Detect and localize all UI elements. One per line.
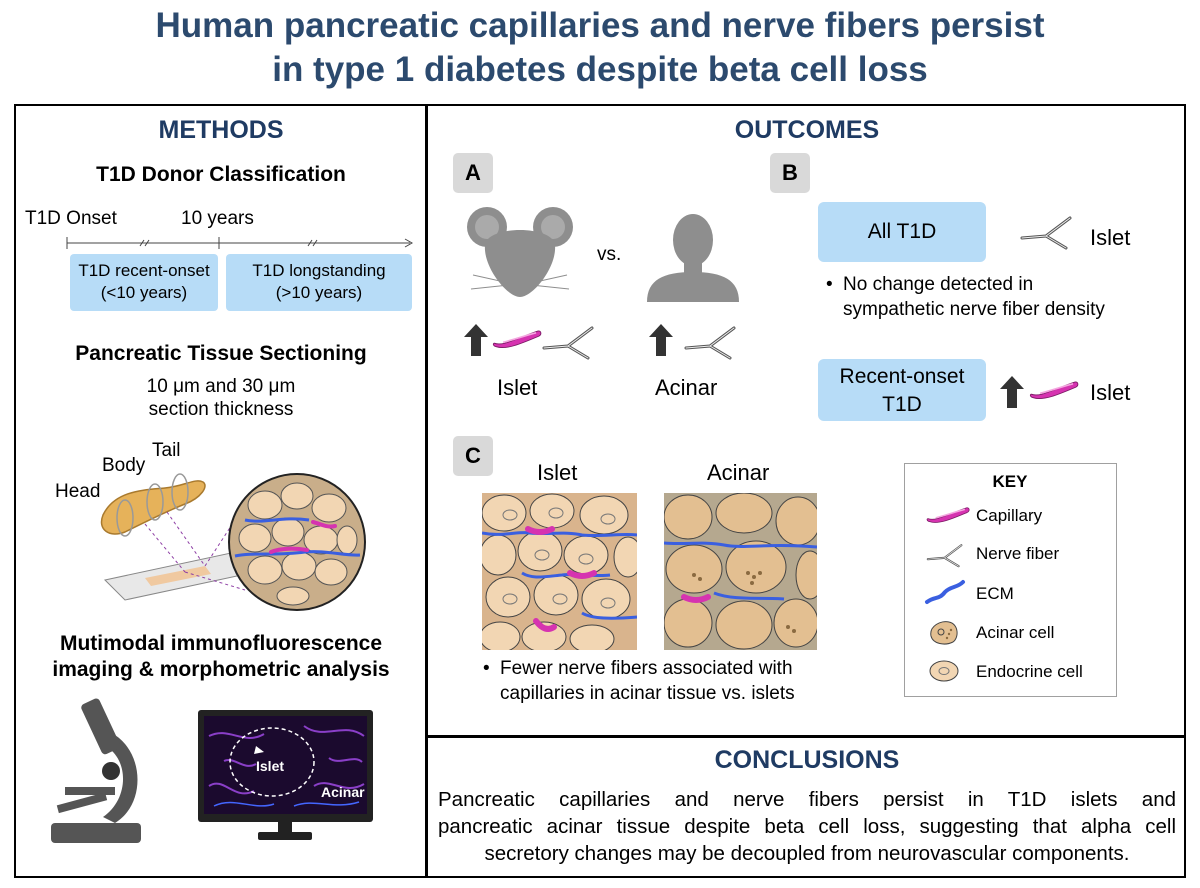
pancreas-tail-label: Tail <box>152 440 181 461</box>
conclusions-text: Pancreatic capillaries and nerve fibers … <box>438 786 1176 867</box>
mouse-silhouette <box>467 207 573 297</box>
monitor-frame: Islet Acinar <box>198 710 373 822</box>
panel-a-vs: vs. <box>597 244 622 265</box>
key-item-acinar-cell: Acinar cell <box>976 623 1055 642</box>
timeline-axis <box>66 237 414 249</box>
panel-b-islet-label-1: Islet <box>1090 225 1131 250</box>
pancreas-head-label: Head <box>55 481 101 502</box>
panel-c-bullet-line-1: Fewer nerve fibers associated with <box>500 658 793 679</box>
increase-arrow-recent <box>1000 376 1024 408</box>
recent-onset-t1d-box: Recent-onset T1D <box>818 359 986 421</box>
thickness-line-2: section thickness <box>148 399 294 420</box>
increase-arrow-acinar <box>649 324 673 356</box>
conclusions-line-3: secretory changes may be decoupled from … <box>484 842 1130 865</box>
methods-heading: METHODS <box>158 116 284 144</box>
main-frame <box>14 104 1186 878</box>
imaging-heading-line-1: Mutimodal immunofluorescence <box>59 632 383 655</box>
conclusions-line-2: pancreatic acinar tissue despite beta ce… <box>438 815 1176 838</box>
page-title: Human pancreatic capillaries and nerve f… <box>0 4 1200 92</box>
key-ecm-icon <box>925 580 965 604</box>
nerve-fiber-icon <box>540 322 600 362</box>
recent-onset-box: T1D recent-onset (<10 years) <box>70 254 218 311</box>
recent-onset-t1d-line-1: Recent-onset <box>839 365 965 388</box>
monitor-acinar-label: Acinar <box>321 784 365 800</box>
panel-c-acinar-title: Acinar <box>707 460 770 485</box>
panel-a-acinar-label: Acinar <box>655 375 718 400</box>
pancreas-body-label: Body <box>102 455 146 476</box>
increase-arrow-islet <box>464 324 488 356</box>
conclusions-line-1: Pancreatic capillaries and nerve fibers … <box>438 788 1176 811</box>
longstanding-range: (>10 years) <box>275 283 363 302</box>
imaging-heading-line-2: imaging & morphometric analysis <box>52 658 390 681</box>
islet-tissue-illustration <box>482 493 637 650</box>
sectioning-heading: Pancreatic Tissue Sectioning <box>75 342 367 365</box>
panel-a-label: A <box>453 153 493 193</box>
thickness-line-1: 10 μm and 30 μm <box>146 376 296 397</box>
longstanding-box: T1D longstanding (>10 years) <box>226 254 412 311</box>
key-item-capillary: Capillary <box>976 506 1043 525</box>
human-silhouette <box>647 214 739 302</box>
monitor-screen <box>204 716 367 814</box>
key-acinar-cell-icon <box>930 621 958 645</box>
all-t1d-box: All T1D <box>818 202 986 262</box>
monitor-islet-label: Islet <box>256 758 285 774</box>
outcomes-heading: OUTCOMES <box>734 116 880 144</box>
monitor-stand <box>258 820 312 840</box>
panel-b-bullet-line-2: sympathetic nerve fiber density <box>843 299 1105 320</box>
timeline-mid-label: 10 years <box>181 208 254 229</box>
key-legend: KEY Capillary Nerve fiber ECM Acinar cel… <box>904 463 1117 697</box>
acinar-tissue-illustration <box>664 493 817 650</box>
panel-b-islet-label-2: Islet <box>1090 380 1131 405</box>
title-line-1: Human pancreatic capillaries and nerve f… <box>155 6 1045 45</box>
donor-classification-heading: T1D Donor Classification <box>96 163 346 186</box>
panel-b-bullet: • <box>826 274 833 295</box>
panel-c-islet-title: Islet <box>537 460 578 485</box>
key-item-ecm: ECM <box>976 584 1014 603</box>
longstanding-label: T1D longstanding <box>252 261 386 280</box>
recent-onset-t1d-line-2: T1D <box>882 393 922 416</box>
column-divider <box>425 104 428 878</box>
recent-onset-label: T1D recent-onset <box>78 261 210 280</box>
recent-onset-range: (<10 years) <box>100 283 188 302</box>
key-capillary-icon <box>925 502 971 526</box>
nerve-fiber-icon <box>682 322 742 362</box>
panel-b-bullet-line-1: No change detected in <box>843 274 1034 295</box>
pancreas-section-illustration <box>100 473 366 611</box>
conclusions-heading: CONCLUSIONS <box>714 746 900 774</box>
conclusions-divider <box>425 735 1186 738</box>
key-title: KEY <box>992 472 1028 491</box>
key-endocrine-cell-icon <box>929 660 959 682</box>
panel-c-bullet-line-2: capillaries in acinar tissue vs. islets <box>500 683 795 704</box>
title-line-2: in type 1 diabetes despite beta cell los… <box>272 50 928 89</box>
key-nerve-fiber-icon <box>925 541 967 569</box>
capillary-icon <box>1028 374 1080 404</box>
panel-a-islet-label: Islet <box>497 375 538 400</box>
nerve-fiber-icon <box>1018 212 1078 252</box>
microscope-icon <box>51 698 141 843</box>
key-item-nerve-fiber: Nerve fiber <box>976 544 1060 563</box>
timeline-start-label: T1D Onset <box>25 208 117 229</box>
panel-c-label: C <box>453 436 493 476</box>
capillary-icon <box>491 323 543 353</box>
panel-c-bullet: • <box>483 658 490 679</box>
panel-b-label: B <box>770 153 810 193</box>
key-item-endocrine-cell: Endocrine cell <box>976 662 1083 681</box>
